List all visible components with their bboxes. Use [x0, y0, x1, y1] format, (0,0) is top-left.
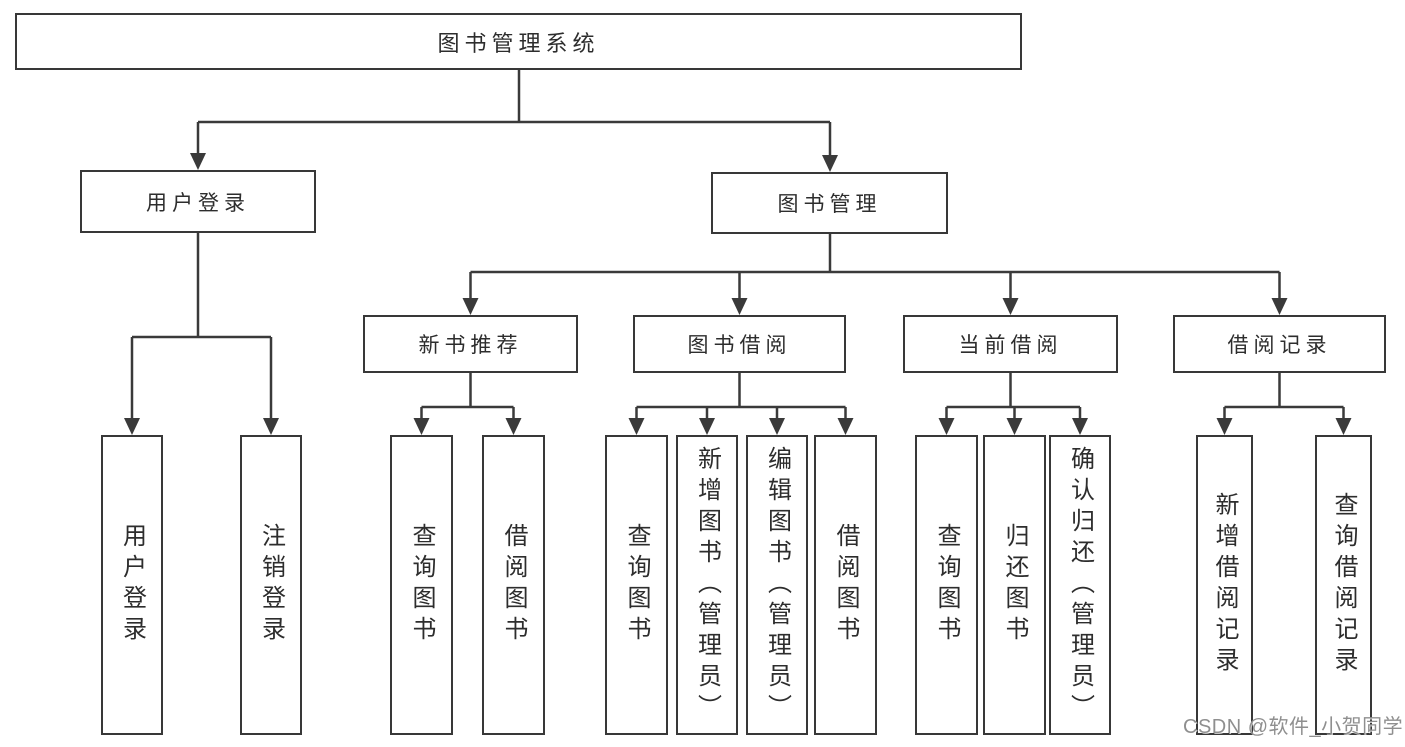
leaf-user-login: 用户登录 [101, 435, 163, 735]
leaf-edit-book-admin: 编辑图书（管理员） [746, 435, 808, 735]
node-library-management-system: 图书管理系统 [15, 13, 1022, 70]
leaf-borrow-books-borrowing: 借阅图书 [814, 435, 877, 735]
node-current-borrowing: 当前借阅 [903, 315, 1118, 373]
arrowheads [124, 153, 1352, 435]
node-borrowing-records: 借阅记录 [1173, 315, 1386, 373]
node-book-borrowing: 图书借阅 [633, 315, 846, 373]
node-book-management: 图书管理 [711, 172, 948, 234]
leaf-query-books-current: 查询图书 [915, 435, 978, 735]
leaf-query-books-borrowing: 查询图书 [605, 435, 668, 735]
csdn-watermark: CSDN @软件_小贺同学 [1183, 716, 1404, 738]
leaf-borrow-books-recommend: 借阅图书 [482, 435, 545, 735]
node-user-login: 用户登录 [80, 170, 316, 233]
leaf-add-book-admin: 新增图书（管理员） [676, 435, 738, 735]
leaf-add-borrow-record: 新增借阅记录 [1196, 435, 1253, 735]
leaf-query-books-recommend: 查询图书 [390, 435, 453, 735]
leaf-query-borrow-record: 查询借阅记录 [1315, 435, 1372, 735]
node-new-book-recommendation: 新书推荐 [363, 315, 578, 373]
leaf-logout: 注销登录 [240, 435, 302, 735]
leaf-return-book: 归还图书 [983, 435, 1046, 735]
leaf-confirm-return-admin: 确认归还（管理员） [1049, 435, 1111, 735]
